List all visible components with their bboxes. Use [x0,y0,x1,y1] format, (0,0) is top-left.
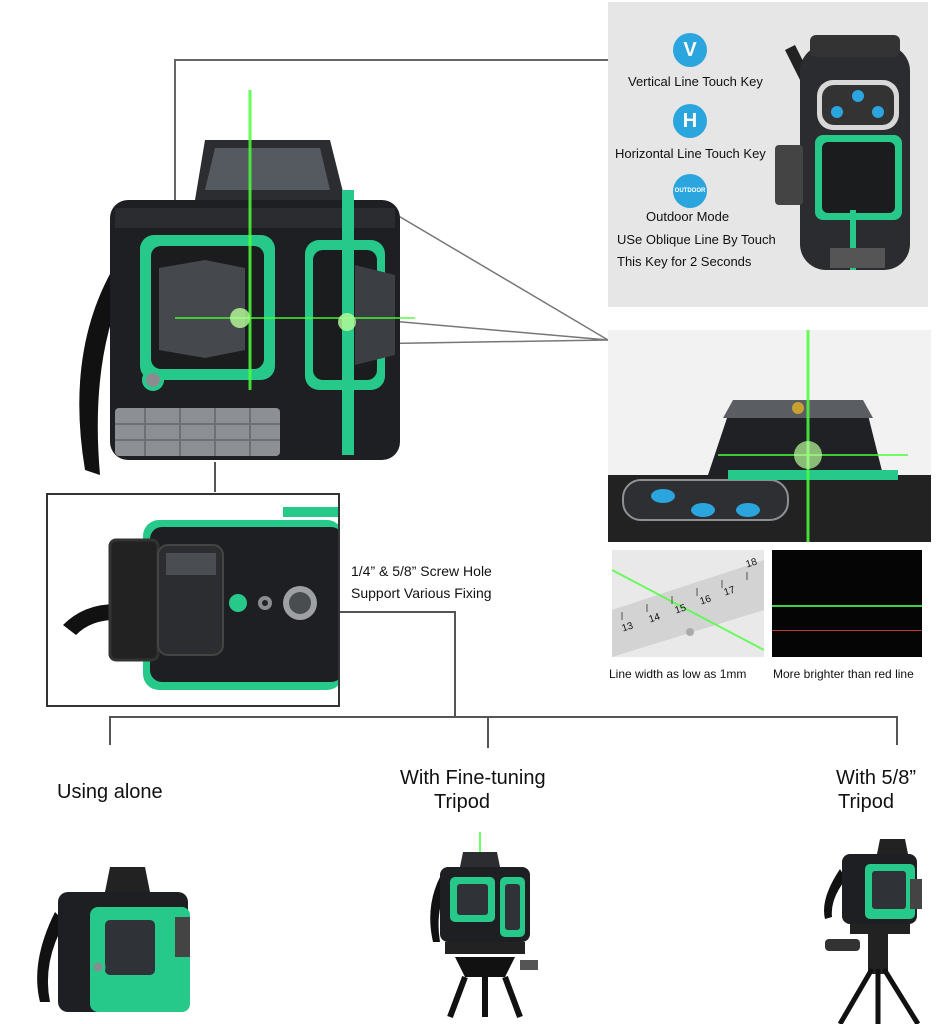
v-key-icon: V [673,33,707,67]
using-alone-label: Using alone [57,781,163,803]
main-laser-level-image [79,90,415,475]
top-view-photo [608,330,931,542]
using-alone-image [37,867,190,1012]
brightness-photo [772,550,922,657]
h-key-label: Horizontal Line Touch Key [615,146,766,161]
red-line [772,630,922,631]
screw-hole-inset [46,493,340,707]
fine-tuning-label-line1: With Fine-tuning [400,767,546,789]
outdoor-mode-line1: USe Oblique Line By Touch [617,232,776,247]
screw-hole-line2: Support Various Fixing [351,585,492,601]
outdoor-mode-line2: This Key for 2 Seconds [617,254,752,269]
ruler-caption: Line width as low as 1mm [609,667,747,681]
outdoor-mode-title: Outdoor Mode [646,209,730,224]
brightness-caption: More brighter than red line [773,667,914,681]
h-key-icon: H [673,104,707,138]
five-eighths-label-line2: Tripod [838,791,894,813]
fine-tuning-label-line2: Tripod [434,791,490,813]
keypad-device-image [775,35,910,270]
outdoor-key-icon: OUTDOOR [673,174,707,208]
fine-tuning-tripod-image [430,832,538,1019]
green-line [772,605,922,607]
screw-hole-line1: 1/4” & 5/8” Screw Hole [351,563,492,579]
five-eighths-label-line1: With 5/8” [836,767,917,789]
ruler-photo: 13 14 15 16 17 18 [612,550,764,657]
v-key-label: Vertical Line Touch Key [628,74,763,89]
five-eighths-tripod-image [824,839,922,1024]
